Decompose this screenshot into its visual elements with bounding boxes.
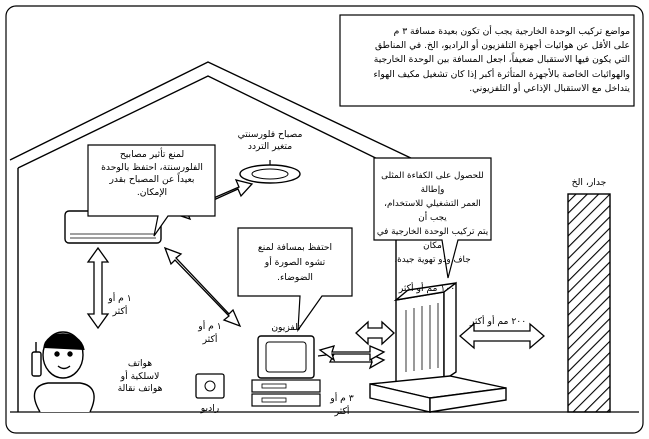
wall-label: جدار، الخ bbox=[571, 177, 607, 188]
arrow-3m bbox=[317, 345, 386, 370]
radio-icon bbox=[195, 373, 225, 399]
outdoor-note-text: للحصول على الكفاءة المثلى وإطالة العمر ا… bbox=[376, 171, 489, 265]
arrow-1m-vertical bbox=[86, 246, 110, 330]
person-phone-icon bbox=[31, 331, 95, 413]
outer-frame bbox=[5, 5, 644, 434]
fluorescent-note-text: لمنع تأثير مصابيح الفلورسنتة، احتفظ بالو… bbox=[101, 149, 203, 198]
top-note-text: مواضع تركيب الوحدة الخارجية يجب أن تكون … bbox=[373, 26, 630, 94]
dist-1m-vertical-label: ١ م أو أكثر bbox=[108, 293, 132, 317]
arrow-200mm bbox=[459, 322, 545, 350]
callout-outdoor bbox=[373, 157, 492, 279]
tv-label: تلفزيون bbox=[271, 322, 301, 333]
callout-top-box bbox=[339, 14, 635, 107]
fluorescent-lamp-icon bbox=[239, 160, 301, 184]
tv-icon bbox=[251, 335, 321, 407]
radio-label: راديو bbox=[200, 403, 220, 414]
dist-200-label: ٢٠٠ مم أو أكثر bbox=[469, 316, 527, 327]
outdoor-unit bbox=[369, 281, 507, 413]
dist-3m-label: ٣ م أو أكثر bbox=[330, 393, 354, 417]
callout-distortion bbox=[237, 227, 353, 333]
arrow-100mm bbox=[355, 320, 395, 346]
distortion-note-text: احتفظ بمسافة لمنع تشوه الصورة أو الضوضاء… bbox=[257, 242, 333, 283]
dist-1m-diagonal-label: ١ م أو أكثر bbox=[198, 321, 222, 345]
dist-100-label: ١٠٠ مم أو أكثر bbox=[398, 283, 456, 294]
wall-hatched bbox=[567, 193, 611, 413]
arrow-1m-diagonal bbox=[163, 246, 242, 328]
fluorescent-lamp-label: مصباح فلورسنتي متغير التردد bbox=[237, 129, 303, 152]
phones-label: هواتف لاسلكية أو هواتف نقالة bbox=[117, 358, 163, 394]
callout-fluorescent bbox=[87, 144, 216, 237]
